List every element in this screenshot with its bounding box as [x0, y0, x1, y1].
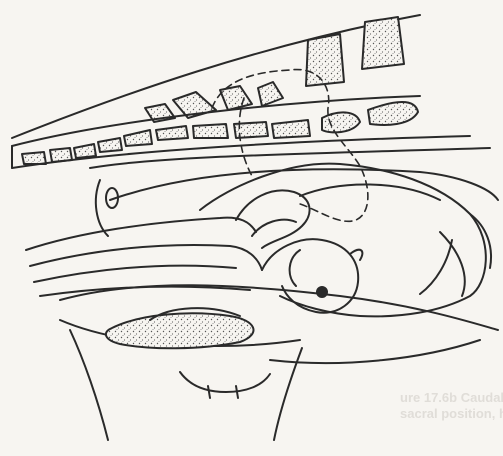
vulva	[96, 180, 108, 236]
bladder	[106, 313, 254, 348]
sacral-vertebra-3	[272, 120, 310, 138]
vertebra-3	[258, 82, 283, 106]
caudal-vertebra-6	[74, 144, 96, 158]
birth-canal-floor	[40, 287, 250, 296]
udder	[180, 372, 270, 392]
sacral-vertebra-1	[368, 102, 418, 125]
caudal-vertebra-8	[22, 152, 46, 164]
fetus-forelimb-1	[236, 190, 310, 248]
vertebra-4	[220, 86, 252, 110]
fetus-hindlimb	[420, 232, 465, 296]
teat-1	[208, 386, 210, 398]
caption-bleed-through: ure 17.6b Caudal (dorsal, retained) Lumb…	[400, 390, 503, 422]
fetus-head	[262, 239, 358, 312]
fetus-eye	[317, 287, 327, 297]
caudal-vertebra-4	[124, 130, 152, 146]
vertebra-2	[306, 34, 344, 86]
fetus-back	[300, 184, 440, 200]
fetus-muzzle	[290, 250, 300, 286]
teat-2	[236, 386, 238, 398]
vertebra-1	[362, 17, 404, 69]
caption-line-2: sacral position, head and both forelimbs…	[400, 406, 503, 422]
caption-line-1: ure 17.6b Caudal (dorsal, retained) Lumb…	[400, 390, 503, 406]
tail-underside	[90, 148, 490, 168]
fetus-tail	[470, 214, 491, 268]
caudal-vertebra-5	[98, 138, 122, 152]
caudal-vertebra-3	[156, 126, 188, 140]
hindleg-left	[70, 330, 108, 440]
caudal-vertebra-2	[193, 124, 228, 138]
birth-canal-lower	[34, 266, 236, 282]
